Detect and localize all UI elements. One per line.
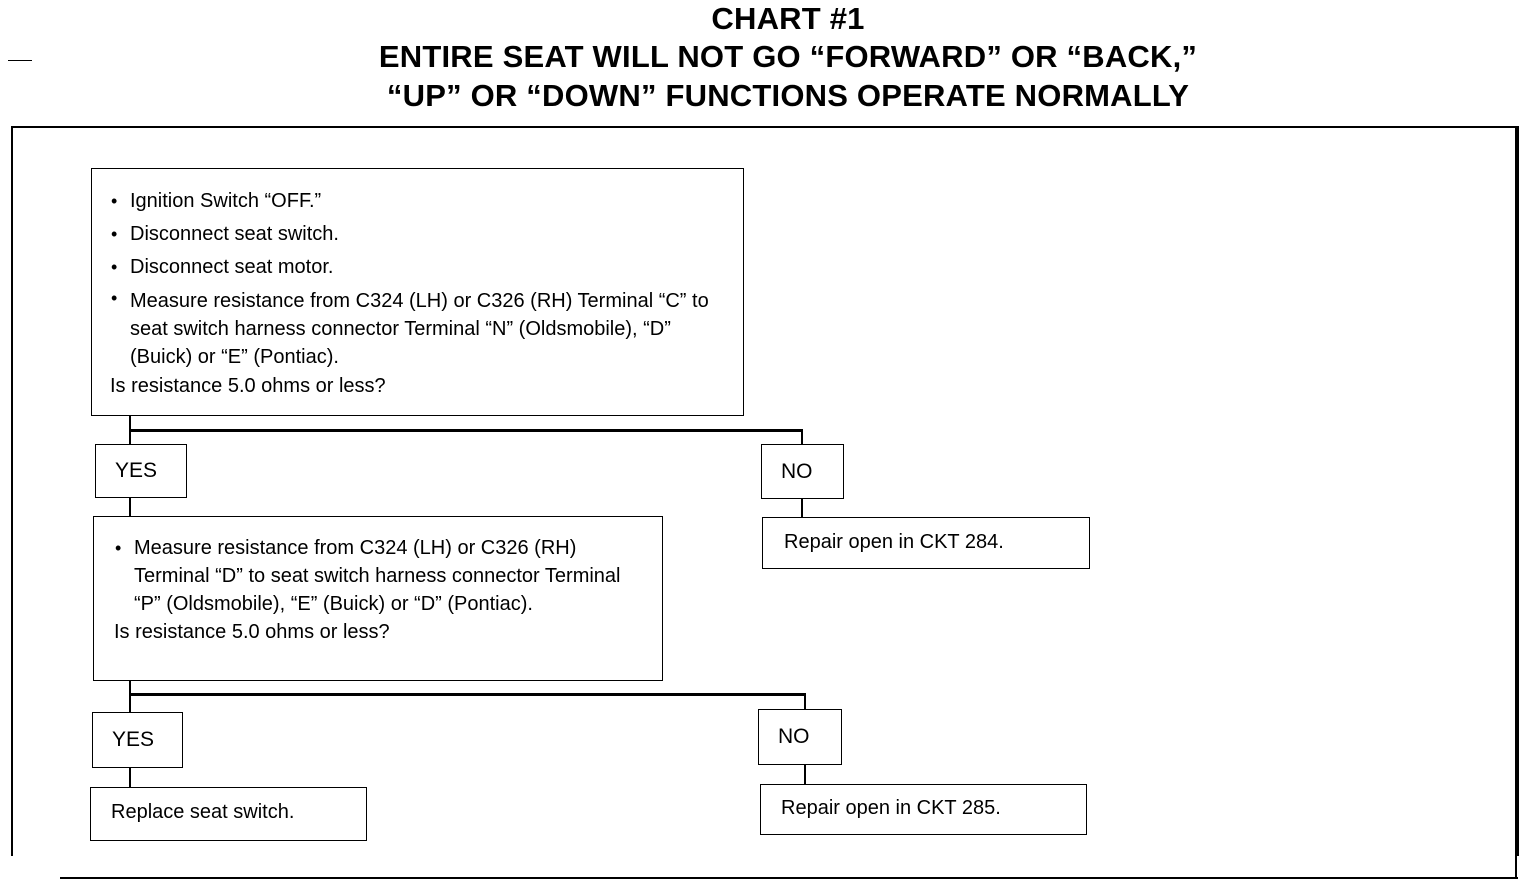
result-repair-ckt-285: Repair open in CKT 285.: [760, 784, 1087, 835]
result-text: Repair open in CKT 285.: [781, 797, 1001, 819]
yes-text: YES: [115, 459, 158, 482]
connector: [129, 693, 806, 696]
scan-mark: [8, 60, 32, 61]
step2-item: Measure resistance from C324 (LH) or C32…: [114, 534, 648, 618]
result-replace-seat-switch: Replace seat switch.: [90, 787, 367, 841]
no-label-2: NO: [758, 709, 842, 765]
step1-checklist: Ignition Switch “OFF.” Disconnect seat s…: [110, 185, 729, 371]
step1-item: Measure resistance from C324 (LH) or C32…: [110, 284, 729, 371]
step1-item: Ignition Switch “OFF.”: [110, 185, 729, 218]
connector: [129, 429, 803, 432]
no-text: NO: [778, 725, 810, 748]
chart-frame: [11, 126, 1519, 856]
step1-box: Ignition Switch “OFF.” Disconnect seat s…: [91, 168, 744, 416]
step2-box: Measure resistance from C324 (LH) or C32…: [93, 516, 663, 681]
connector: [804, 765, 806, 784]
result-text: Replace seat switch.: [111, 801, 295, 823]
connector: [129, 498, 131, 517]
step1-question: Is resistance 5.0 ohms or less?: [110, 375, 386, 397]
yes-label-1: YES: [95, 444, 187, 498]
connector: [804, 693, 806, 709]
step1-item: Disconnect seat switch.: [110, 218, 729, 251]
frame-right-lower-edge: [1515, 126, 1517, 878]
step2-checklist: Measure resistance from C324 (LH) or C32…: [114, 534, 648, 618]
connector: [801, 499, 803, 517]
chart-title-line-1: ENTIRE SEAT WILL NOT GO “FORWARD” OR “BA…: [378, 39, 1198, 74]
chart-number-title: CHART #1: [711, 1, 865, 36]
connector: [129, 681, 131, 713]
frame-bottom-rule: [60, 877, 1518, 879]
step2-question: Is resistance 5.0 ohms or less?: [114, 621, 390, 643]
connector: [129, 768, 131, 787]
yes-label-2: YES: [92, 712, 183, 768]
step1-item: Disconnect seat motor.: [110, 251, 729, 284]
no-text: NO: [781, 459, 813, 483]
result-repair-ckt-284: Repair open in CKT 284.: [762, 517, 1090, 569]
yes-text: YES: [112, 728, 155, 751]
connector: [801, 429, 803, 444]
no-label-1: NO: [761, 444, 844, 499]
chart-title-line-2: “UP” OR “DOWN” FUNCTIONS OPERATE NORMALL…: [386, 78, 1190, 113]
result-text: Repair open in CKT 284.: [784, 531, 1004, 553]
